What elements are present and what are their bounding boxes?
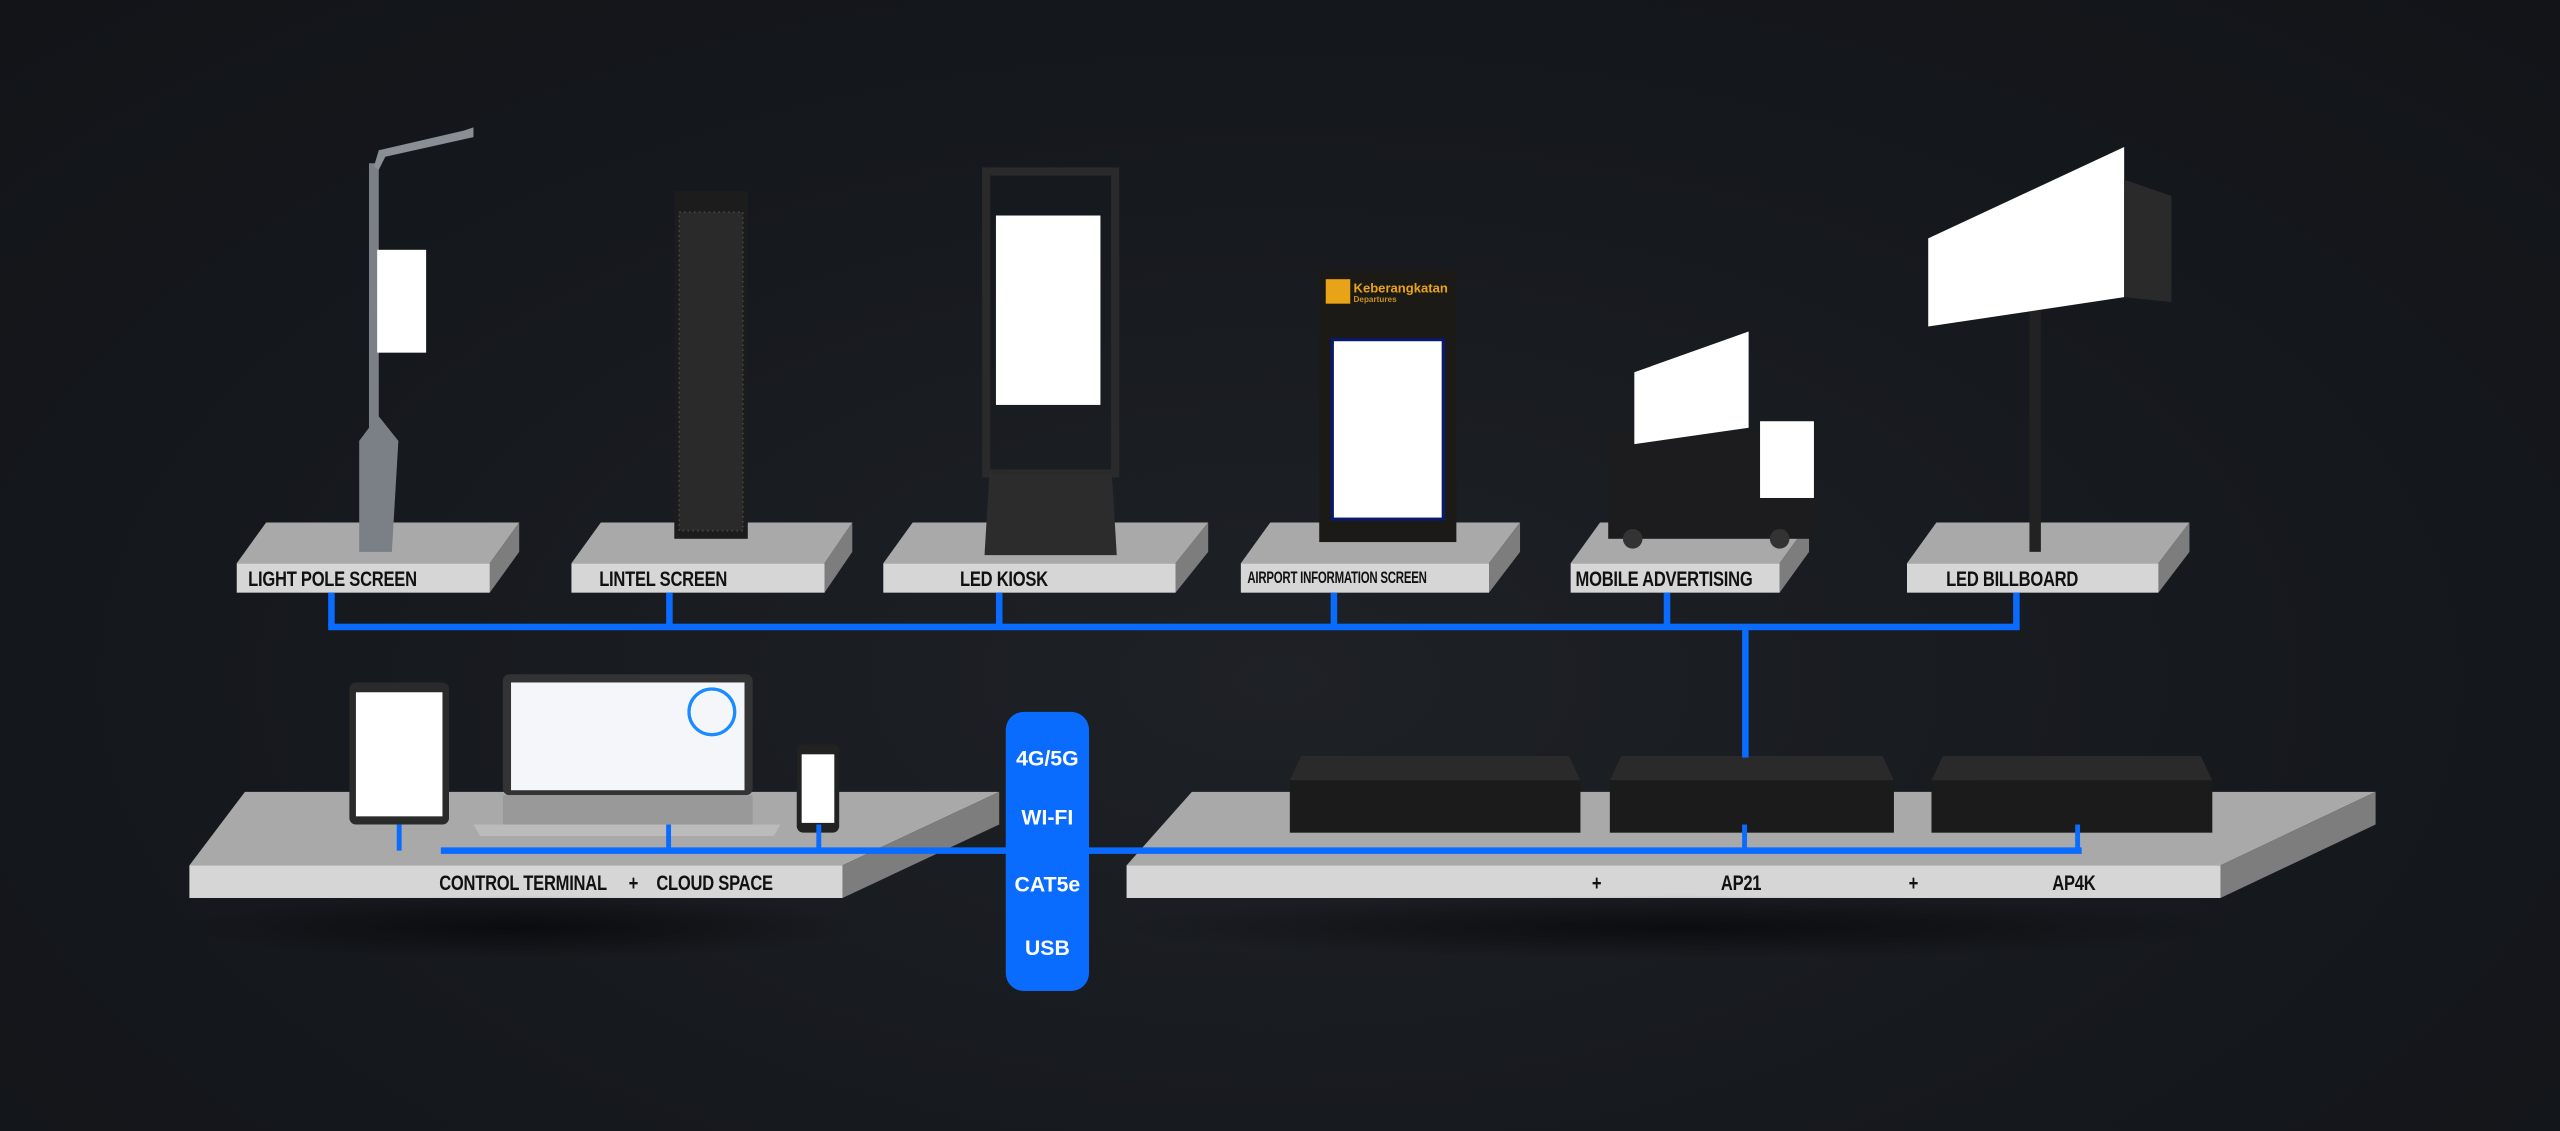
label-ap4k: AP4K bbox=[2052, 870, 2096, 895]
label-cloud-space: CLOUD SPACE bbox=[656, 870, 773, 895]
label-control-terminal: CONTROL TERMINAL bbox=[439, 870, 607, 895]
drop-line bbox=[816, 824, 822, 851]
connectivity-badge: 4G/5G WI-FI CAT5e USB bbox=[1005, 711, 1090, 992]
ap4k-controller-icon bbox=[1931, 755, 2213, 833]
phone-icon bbox=[796, 744, 840, 833]
drop-line bbox=[328, 592, 335, 626]
connectivity-cat5e: CAT5e bbox=[1014, 871, 1081, 897]
drop-line bbox=[666, 824, 672, 851]
drop-line bbox=[995, 592, 1003, 626]
label-airport-information-screen: AIRPORT INFORMATION SCREEN bbox=[1247, 569, 1427, 588]
ap-controller-1-icon bbox=[1289, 755, 1581, 833]
airport-information-screen-icon bbox=[1319, 269, 1457, 543]
laptop-icon bbox=[473, 674, 781, 836]
plus-sign: + bbox=[1591, 870, 1602, 895]
platform-top-6 bbox=[1906, 522, 2190, 564]
plus-sign: + bbox=[1908, 870, 1919, 895]
drop-line bbox=[2075, 824, 2081, 851]
drop-line bbox=[396, 824, 402, 851]
drop-line bbox=[2013, 592, 2020, 626]
connectivity-usb: USB bbox=[1024, 935, 1070, 961]
light-pole-icon bbox=[359, 127, 474, 552]
led-billboard-icon bbox=[1928, 146, 2172, 552]
label-light-pole-screen: LIGHT POLE SCREEN bbox=[248, 566, 417, 592]
plus-sign: + bbox=[628, 870, 639, 895]
network-bus-bottom bbox=[440, 847, 2082, 854]
ap21-controller-icon bbox=[1609, 755, 1894, 833]
label-ap21: AP21 bbox=[1720, 870, 1762, 895]
uplink-line bbox=[1742, 626, 1749, 758]
platform-top-2 bbox=[571, 522, 853, 564]
connectivity-4g5g: 4G/5G bbox=[1016, 746, 1079, 771]
network-bus-top bbox=[328, 623, 2020, 631]
label-lintel-screen: LINTEL SCREEN bbox=[599, 566, 728, 592]
airport-sign-title: Keberangkatan bbox=[1353, 280, 1448, 296]
label-mobile-advertising: MOBILE ADVERTISING bbox=[1575, 566, 1753, 592]
lintel-screen-icon bbox=[674, 191, 748, 539]
drop-line bbox=[1663, 592, 1671, 626]
led-kiosk-icon bbox=[982, 167, 1120, 556]
airport-sign-subtitle: Departures bbox=[1353, 295, 1397, 306]
connectivity-wifi: WI-FI bbox=[1021, 804, 1074, 830]
label-led-billboard: LED BILLBOARD bbox=[1946, 566, 2079, 592]
label-led-kiosk: LED KIOSK bbox=[960, 566, 1048, 592]
tablet-icon bbox=[349, 682, 449, 825]
mobile-advertising-truck-icon bbox=[1608, 331, 1816, 549]
drop-line bbox=[1742, 824, 1747, 851]
drop-line bbox=[666, 592, 673, 626]
drop-line bbox=[1330, 592, 1338, 626]
